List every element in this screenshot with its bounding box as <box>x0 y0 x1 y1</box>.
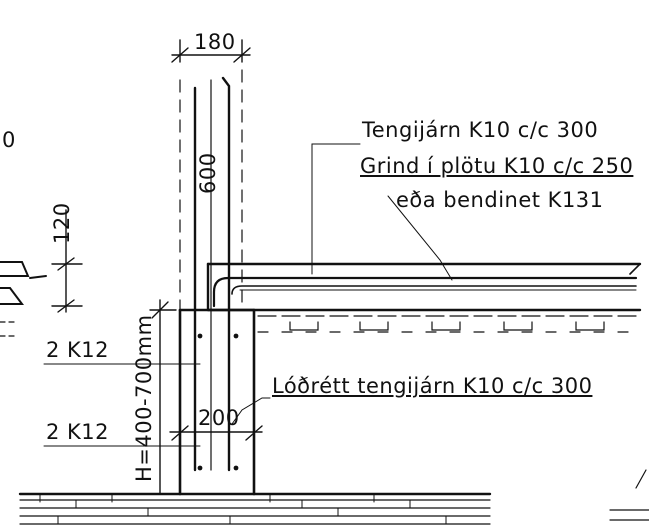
longitudinal-bars <box>197 333 239 471</box>
bar-length-label: 600 <box>196 152 220 194</box>
upper-rebar-label-2: Grind í plötu K10 c/c 250 <box>360 154 634 178</box>
height-label: H=400-700mm <box>132 314 156 482</box>
inner-width-dimension <box>170 426 262 440</box>
upper-rebar-label-1: Tengijárn K10 c/c 300 <box>362 118 599 142</box>
wall-outline-dashed <box>180 70 242 310</box>
top-bars-label: 2 K12 <box>46 338 110 362</box>
ground-hatch <box>20 470 649 524</box>
vertical-connector-bars <box>195 78 229 470</box>
bottom-bars-label: 2 K12 <box>46 420 110 444</box>
upper-leader-lines <box>312 144 452 280</box>
floor-slab <box>208 264 640 310</box>
top-width-label: 180 <box>194 30 236 54</box>
top-width-dimension <box>172 40 250 62</box>
left-edge-fragment: 0 <box>2 128 16 152</box>
footing-wall <box>180 310 254 494</box>
upper-rebar-label-3: eða bendinet K131 <box>396 188 604 212</box>
under-slab-insulation <box>258 316 640 332</box>
vertical-rebar-leader <box>232 398 270 424</box>
vertical-rebar-label: Lóðrétt tengijárn K10 c/c 300 <box>272 374 593 398</box>
slab-thickness-label: 120 <box>50 202 74 244</box>
inner-width-label: 200 <box>198 406 240 430</box>
height-dimension <box>150 300 176 494</box>
bar-label-leaders <box>44 364 200 446</box>
left-partial-detail <box>0 262 46 336</box>
slab-thickness-dimension <box>52 210 82 312</box>
slab-rebar <box>214 278 636 306</box>
